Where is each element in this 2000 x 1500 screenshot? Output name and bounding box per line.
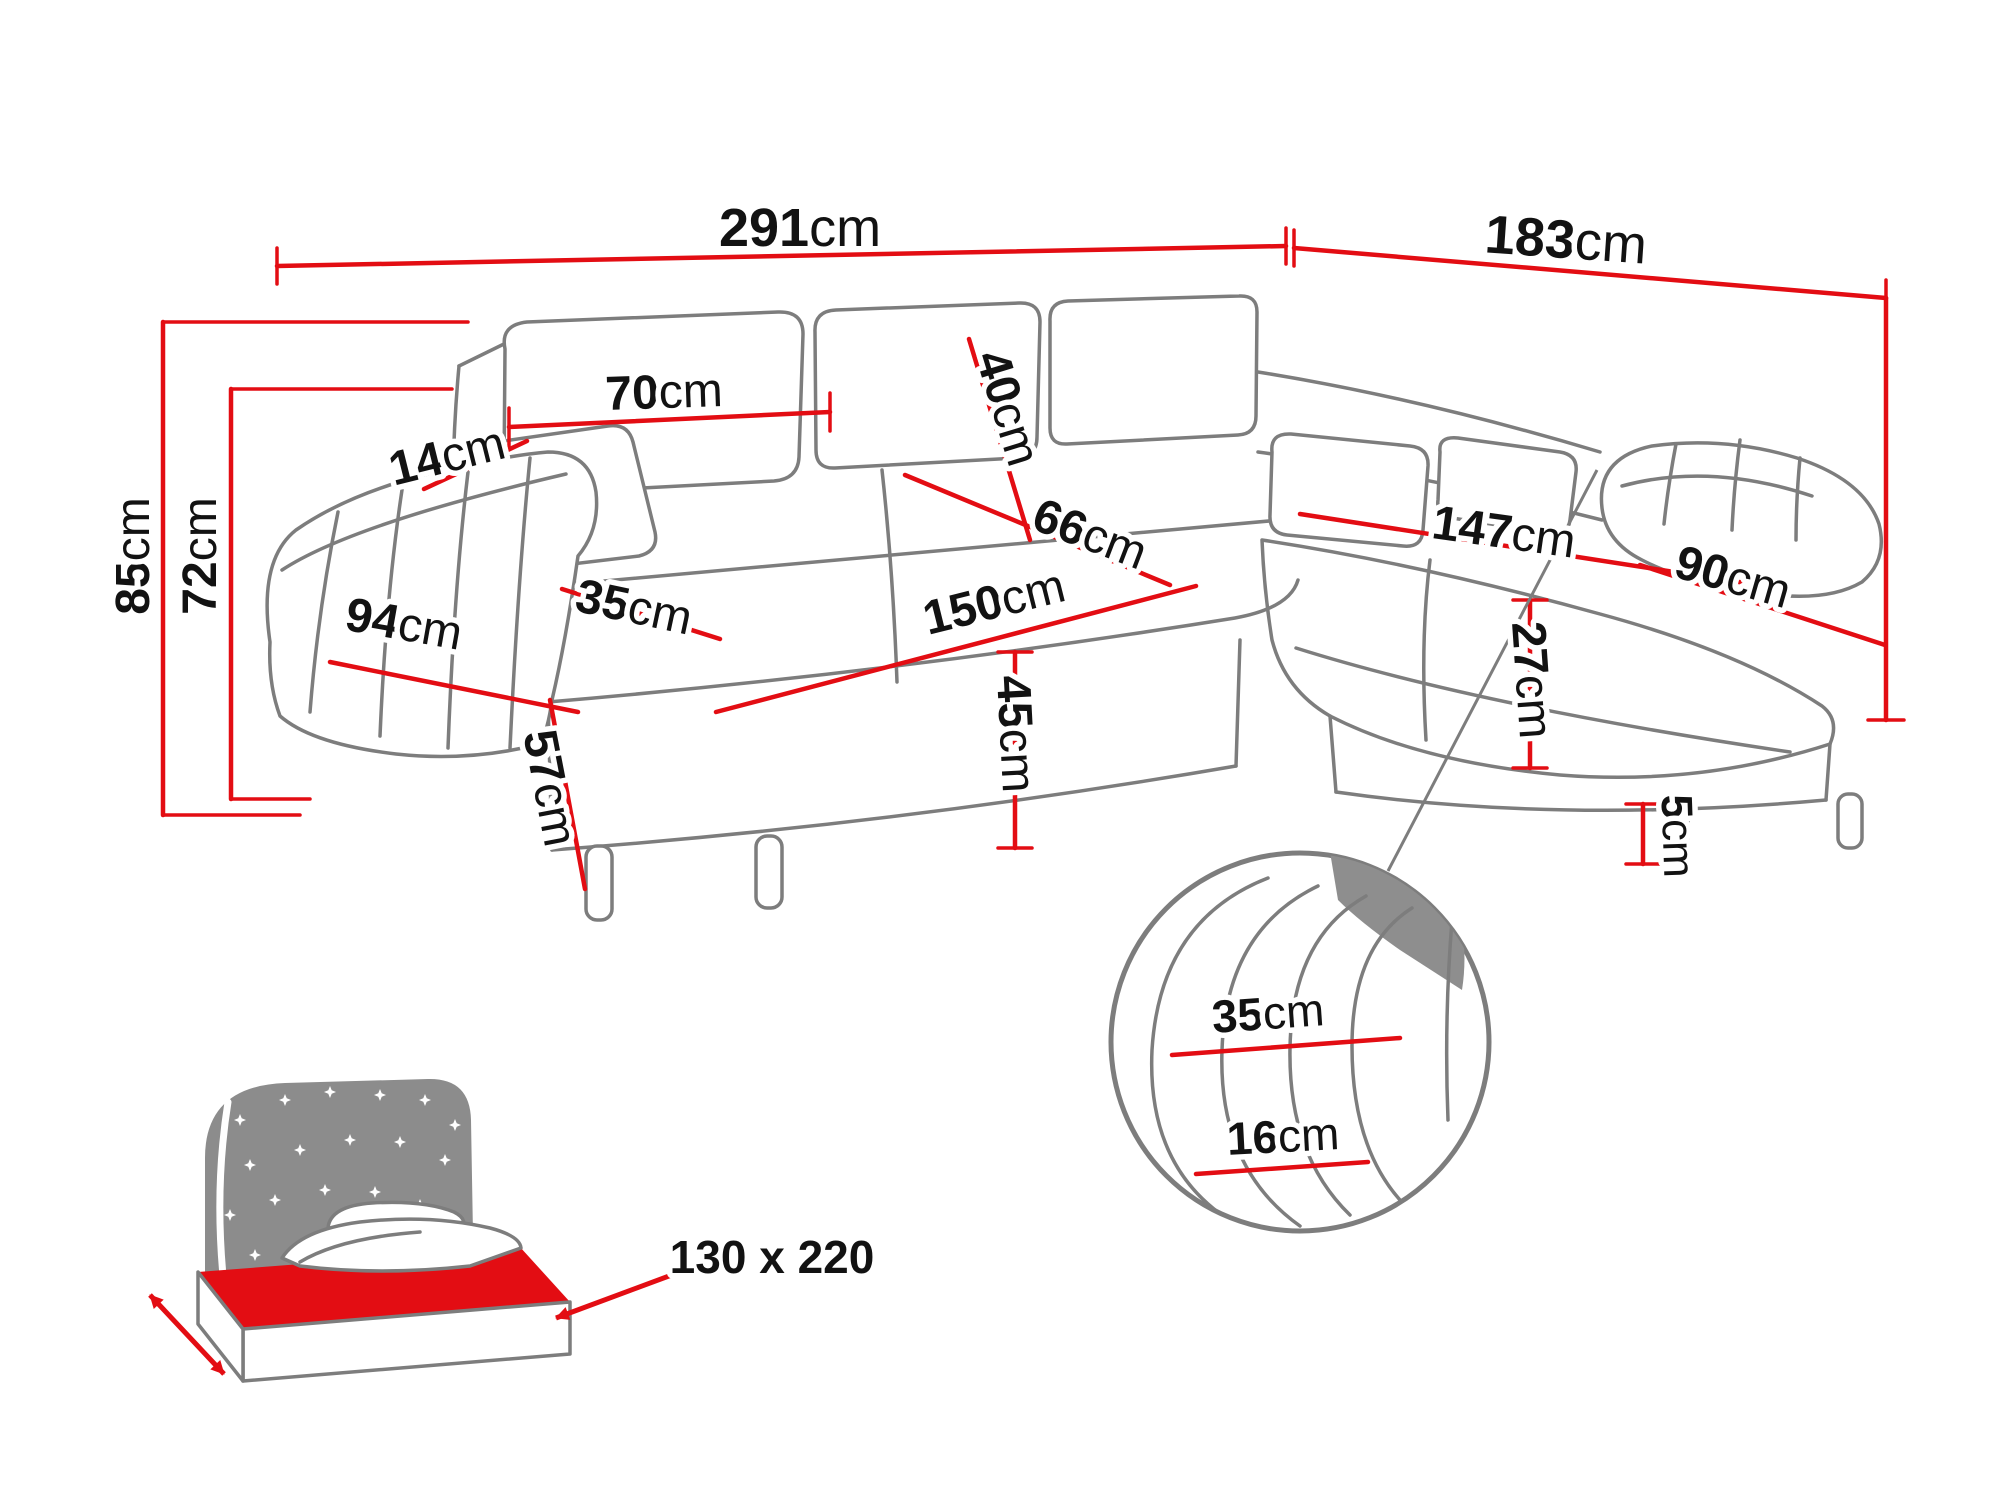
bed-width-arrow: [148, 1293, 226, 1376]
right-armrest-ridge: [1620, 474, 1814, 498]
sofa-leg-front-left: [584, 844, 614, 922]
dim-line-70: [506, 409, 833, 430]
dim-line-94: [327, 659, 581, 715]
chaise-pillow: [1268, 432, 1430, 548]
backrest-left-edge: [457, 341, 508, 368]
dim-label-total-width: 291cm: [719, 198, 881, 258]
right-armrest-rib-1: [1662, 442, 1678, 526]
detail-armrest-rib-1: [1149, 876, 1270, 1231]
chaise-seat: [1260, 538, 1836, 779]
detail-label-armrest-top-width: 35cm: [1210, 983, 1326, 1043]
dim-label-total-depth: 183cm: [1483, 204, 1649, 275]
left-armrest-rib-3: [446, 470, 470, 750]
left-armrest-ridge: [280, 472, 568, 572]
back-cushion-2: [813, 301, 1042, 470]
base-skirt-left: [546, 700, 554, 852]
dim-label-armrest-height: 57cm: [513, 725, 587, 850]
bed-blanket: [280, 1217, 523, 1273]
dim-label-seat-width: 150cm: [918, 559, 1071, 645]
detail-circle: [1108, 850, 1492, 1234]
dim-label-chaise-seat-height: 27cm: [1501, 620, 1562, 741]
dim-label-seat-height: 45cm: [986, 674, 1045, 794]
sleeping-area-label: 130 x 220: [670, 1231, 875, 1283]
seat-seam-vertical: [880, 468, 899, 684]
dim-line-90: [1637, 562, 1888, 648]
detail-armrest-inner-edge: [1444, 918, 1454, 1122]
dimension-labels: 291cm 183cm 85cm 72cm 14cm 70cm 40cm 66c…: [101, 193, 1802, 1289]
dim-label-total-height: 85cm: [107, 497, 160, 614]
dim-line-35-armrest: [559, 586, 723, 642]
left-armrest-rib-1: [308, 510, 340, 714]
detail-dim-line-35: [1169, 1035, 1403, 1058]
bed-icon: [148, 1078, 705, 1383]
detail-armrest-rib-4: [1350, 906, 1414, 1202]
back-cushion-3: [1048, 294, 1259, 446]
dim-line-66: [902, 472, 1173, 588]
dim-label-leg-height: 5cm: [1652, 794, 1704, 879]
detail-label-armrest-base-width: 16cm: [1225, 1107, 1340, 1165]
left-armrest-rib-2: [378, 488, 404, 738]
dim-line-14: [421, 438, 530, 492]
chaise-skirt-left: [1328, 714, 1338, 794]
dim-label-backrest-height: 72cm: [174, 497, 227, 614]
right-armrest-rib-2: [1730, 438, 1742, 532]
sofa-drawing: [265, 294, 1884, 922]
dim-line-40: [966, 336, 1033, 543]
dim-label-armrest-width: 35cm: [571, 569, 697, 645]
dim-line-150: [713, 583, 1199, 715]
bed-length-arrow: [555, 1260, 705, 1321]
sofa-leg-chaise-right: [1836, 792, 1864, 850]
seat-front-edge: [546, 578, 1300, 704]
base-skirt-right: [1234, 638, 1242, 768]
detail-dim-line-16: [1193, 1159, 1371, 1177]
bed-blanket-fold: [298, 1230, 422, 1264]
dim-label-back-cushion-width: 70cm: [604, 363, 723, 420]
bed-headboard-fold: [216, 1098, 232, 1290]
dim-line-183: [1291, 245, 1889, 301]
left-armrest-rib-4: [508, 456, 532, 750]
right-armrest-rib-3: [1794, 456, 1802, 542]
chaise-skirt-right: [1824, 742, 1832, 802]
chaise-back-top: [1256, 370, 1602, 454]
dim-line-147: [1297, 511, 1755, 587]
sofa-leg-front-mid: [754, 834, 784, 910]
chaise-seat-seam-v: [1422, 558, 1432, 742]
base-skirt-bottom: [550, 764, 1238, 852]
sofa-leg-chaise-left: [1662, 804, 1690, 864]
chaise-skirt-bottom: [1334, 790, 1828, 813]
seat-seam-horizontal: [558, 518, 1282, 587]
dim-line-57: [547, 697, 588, 892]
dim-line-291: [274, 243, 1289, 269]
chaise-seat-seam-h: [1294, 646, 1792, 754]
detail-leader-line: [1386, 469, 1599, 872]
dimension-lines: [160, 226, 1906, 892]
